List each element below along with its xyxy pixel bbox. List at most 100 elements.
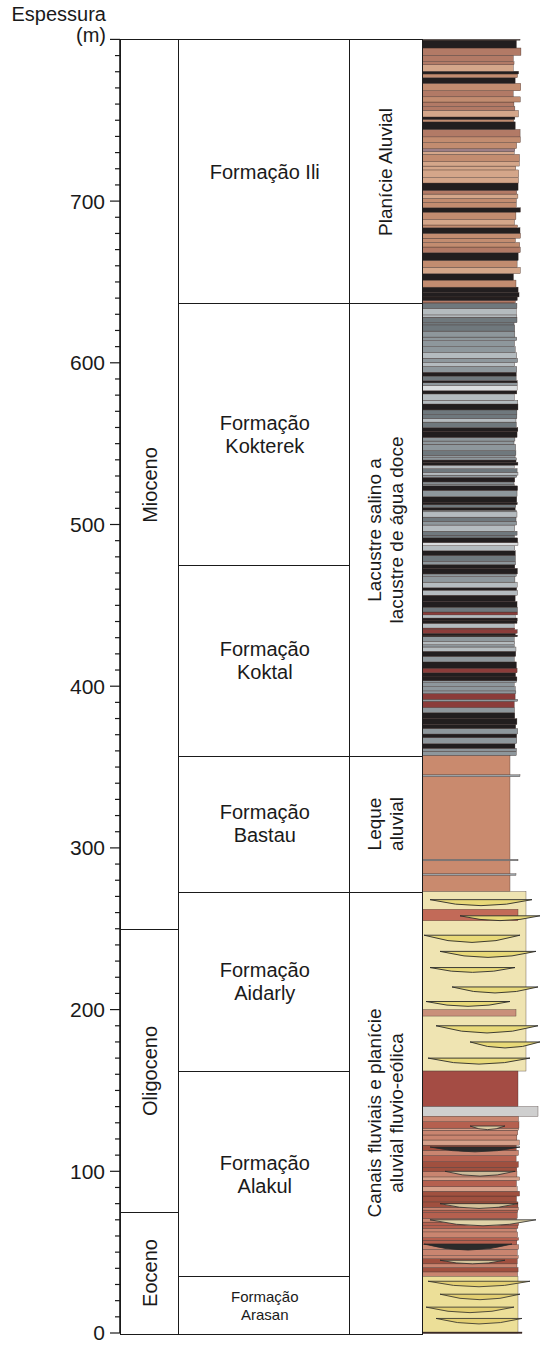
alluvial-plain-beds <box>422 301 515 303</box>
floodplain-beds <box>422 1177 520 1180</box>
tick-label: 300 <box>70 836 105 859</box>
floodplain-beds <box>422 1116 518 1121</box>
lacustrine-beds <box>422 490 517 496</box>
channel-lens <box>424 1244 512 1250</box>
alluvial-plain-beds <box>422 247 520 253</box>
thickness-axis <box>110 39 120 1333</box>
lacustrine-beds <box>422 621 517 623</box>
formation-name: Formação Arasan <box>215 1288 315 1323</box>
major-tick <box>110 362 120 363</box>
floodplain-beds <box>422 1155 516 1161</box>
tick-label: 600 <box>70 351 105 374</box>
alluvial-plain-beds <box>422 293 519 297</box>
environment-band: Lacustre salino a lacustre de água doce <box>349 303 423 757</box>
lacustrine-beds <box>422 465 514 469</box>
alluvial-plain-beds <box>422 202 516 207</box>
alluvial-plain-beds <box>422 55 513 61</box>
lacustrine-beds <box>422 400 518 404</box>
lacustrine-beds <box>422 337 517 341</box>
lacustrine-beds <box>422 546 515 551</box>
channel-lens <box>430 968 515 973</box>
alluvial-plain-beds <box>422 287 518 292</box>
floodplain-beds <box>422 1196 516 1202</box>
lacustrine-beds <box>422 437 515 441</box>
alluvial-plain-beds <box>422 238 515 242</box>
lacustrine-beds <box>422 668 517 673</box>
lacustrine-beds <box>422 708 515 713</box>
alluvial-plain-beds <box>422 253 518 261</box>
channel-lens <box>426 1002 510 1007</box>
floodplain-beds <box>422 1135 517 1140</box>
lacustrine-beds <box>422 484 514 486</box>
lacustrine-beds <box>422 503 517 505</box>
lacustrine-beds <box>422 651 516 656</box>
formation-box: Formação Aidarly <box>178 892 352 1073</box>
environment-band: Leque aluvial <box>349 756 423 893</box>
axis-title: Espessura (m) <box>2 4 106 46</box>
channel-lens <box>440 1260 505 1264</box>
lacustrine-beds <box>422 535 515 538</box>
lacustrine-beds <box>422 673 516 677</box>
lacustrine-beds <box>422 510 516 512</box>
major-tick <box>110 1332 120 1333</box>
floodplain-beds <box>422 1140 519 1145</box>
lacustrine-beds <box>422 358 518 362</box>
lacustrine-beds <box>422 724 516 728</box>
lacustrine-beds <box>422 497 517 503</box>
lacustrine-beds <box>422 630 517 634</box>
channel-lens <box>445 1171 515 1176</box>
band-label: Leque aluvial <box>364 779 408 869</box>
formation-name: Formação Kokterek <box>209 412 321 458</box>
lacustrine-beds <box>422 618 517 621</box>
alluvial-plain-beds <box>422 178 519 183</box>
lacustrine-beds <box>422 729 518 735</box>
channel-lens <box>440 1204 518 1209</box>
lacustrine-beds <box>422 385 517 390</box>
alluvial-plain-beds <box>422 39 520 41</box>
floodplain-beds <box>422 1245 519 1250</box>
channel-lens <box>440 951 536 957</box>
channel-lens <box>470 1042 540 1048</box>
grey-bed <box>422 1107 538 1117</box>
major-tick <box>110 847 120 848</box>
floodplain-beds <box>422 1172 517 1177</box>
lacustrine-beds <box>422 372 516 376</box>
major-tick <box>110 1171 120 1172</box>
alluvial-plain-beds <box>422 40 516 48</box>
lacustrine-beds <box>422 381 517 383</box>
lacustrine-beds <box>422 577 515 583</box>
lacustrine-beds <box>422 331 515 337</box>
lacustrine-beds <box>422 431 517 437</box>
alluvial-plain-beds <box>422 122 515 130</box>
channel-lens <box>436 1318 522 1324</box>
lacustrine-beds <box>422 469 517 473</box>
lacustrine-beds <box>422 451 516 456</box>
lacustrine-beds <box>422 602 517 608</box>
alluvial-plain-beds <box>422 212 516 220</box>
lacustrine-beds <box>422 574 516 577</box>
alluvial-plain-beds <box>422 107 515 111</box>
lacustrine-beds <box>422 428 518 432</box>
channel-lens <box>428 1281 530 1287</box>
lacustrine-beds <box>422 444 516 450</box>
alluvial-plain-beds <box>422 242 520 247</box>
lacustrine-beds <box>422 517 516 521</box>
alluvial-plain-beds <box>422 48 521 55</box>
thin-grey-bed <box>422 859 518 861</box>
lacustrine-beds <box>422 455 515 457</box>
lacustrine-beds <box>422 607 517 612</box>
formation-name: Formação Ili <box>209 160 321 183</box>
formation-name: Formação Aidarly <box>209 959 321 1005</box>
lacustrine-beds <box>422 628 515 630</box>
lacustrine-beds <box>422 394 514 400</box>
lacustrine-beds <box>422 475 517 477</box>
alluvial-plain-beds <box>422 297 517 301</box>
environment-band: Canais fluviais e planície aluvial fluvi… <box>349 892 423 1335</box>
alluvial-plain-beds <box>422 119 514 121</box>
thin-grey-bed <box>422 775 520 777</box>
lacustrine-beds <box>422 713 515 719</box>
alluvial-plain-beds <box>422 117 515 119</box>
band-label: Planície Aluvial <box>375 62 397 282</box>
lacustrine-beds <box>422 366 517 372</box>
lacustrine-beds <box>422 458 516 460</box>
